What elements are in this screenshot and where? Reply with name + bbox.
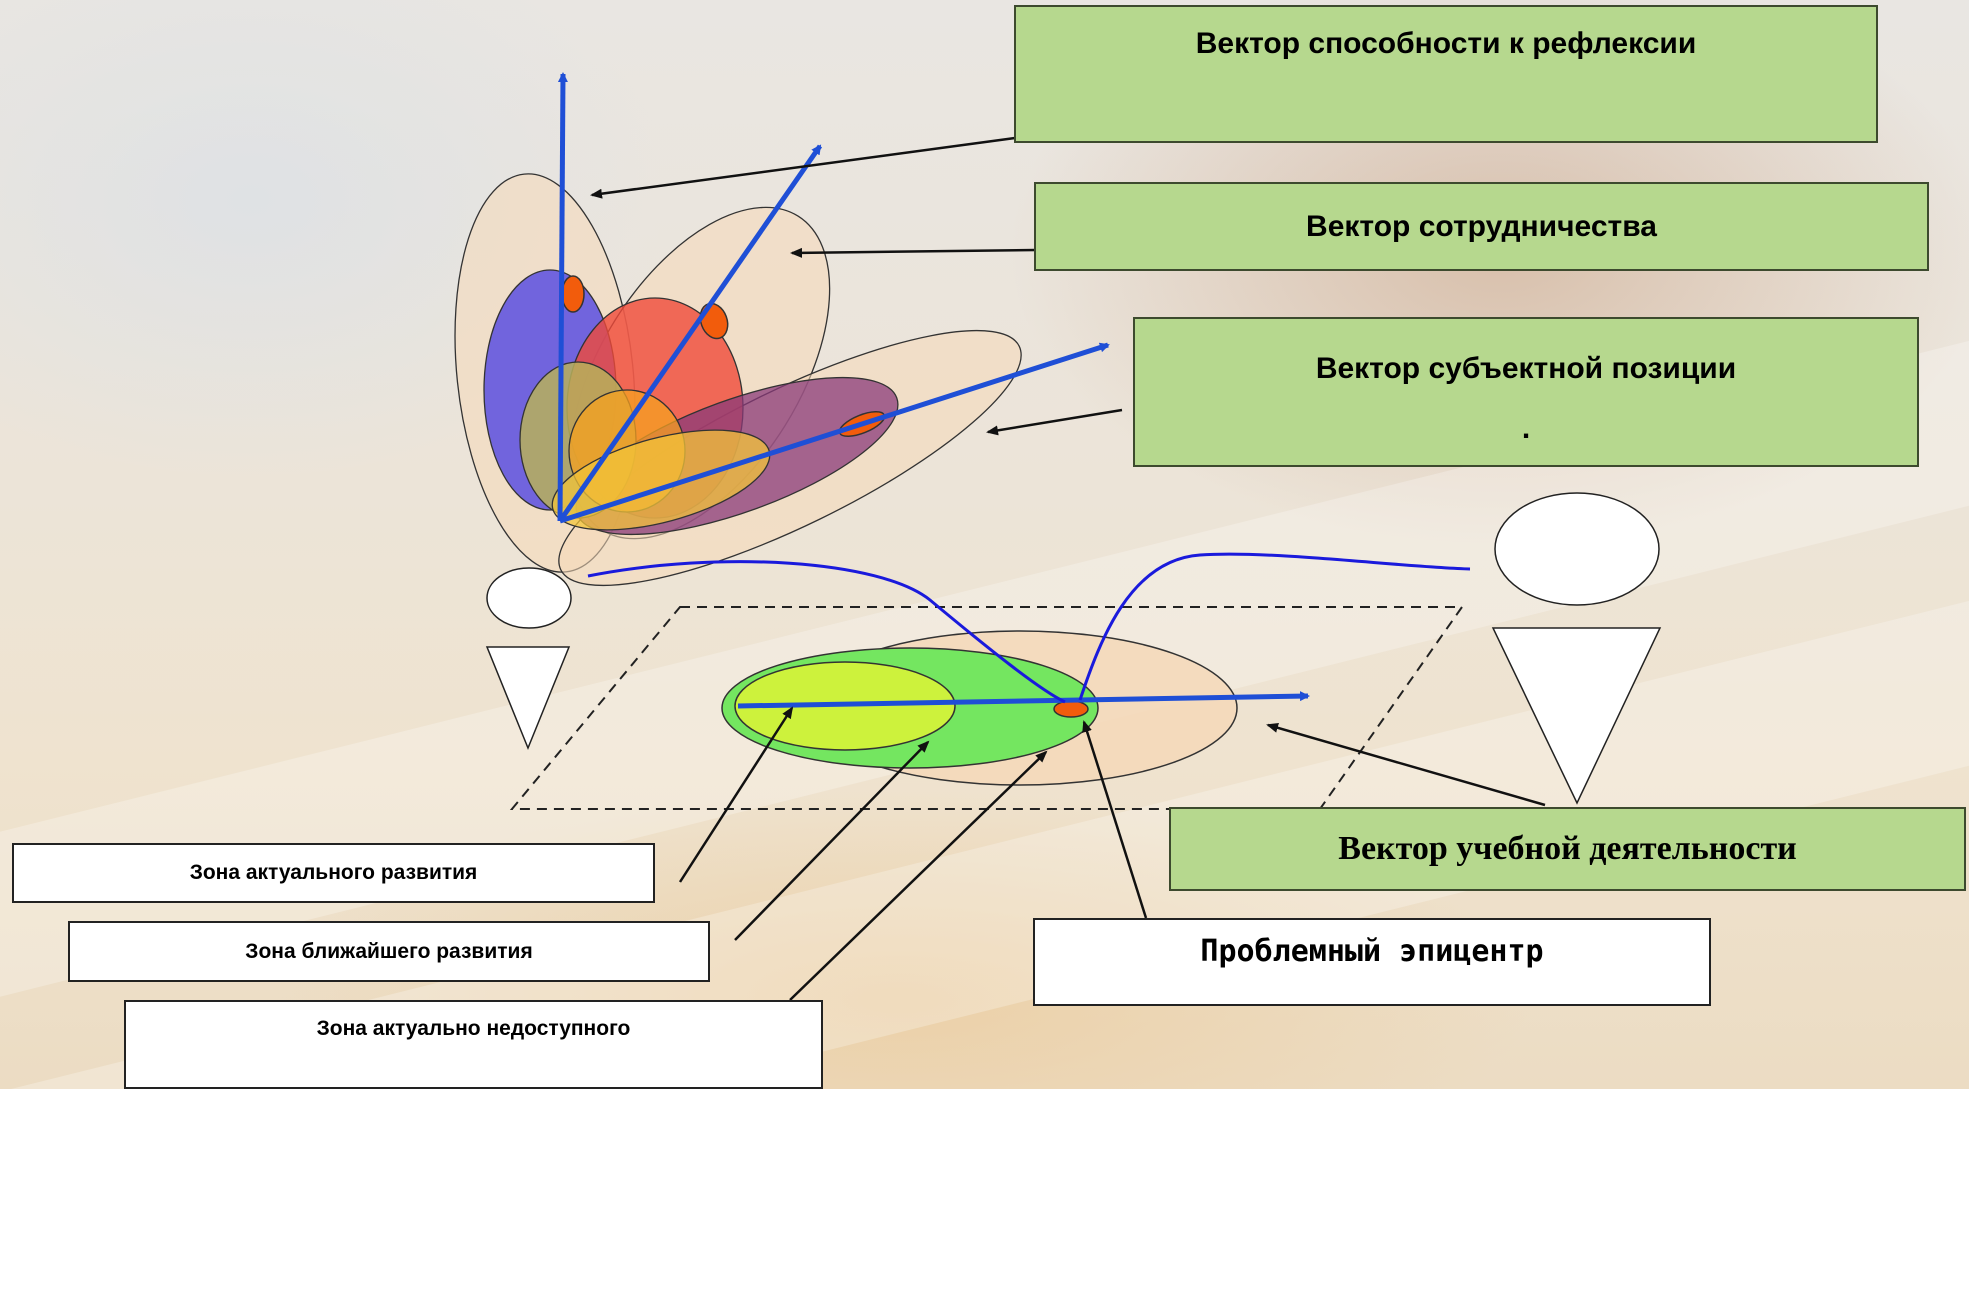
left-figure-head bbox=[487, 568, 571, 628]
pointer-reflexion bbox=[592, 138, 1015, 195]
label-box-epicenter: Проблемный эпицентр bbox=[1033, 918, 1711, 1006]
label-reflexion: Вектор способности к рефлексии bbox=[1196, 27, 1697, 141]
pointer-subject bbox=[988, 410, 1122, 432]
epicenter-dot bbox=[1054, 701, 1088, 717]
label-learning: Вектор учебной деятельности bbox=[1338, 830, 1796, 868]
label-epicenter: Проблемный эпицентр bbox=[1200, 934, 1543, 1004]
left-figure-body bbox=[487, 647, 569, 748]
pointer-zone-unavailable bbox=[790, 752, 1046, 1000]
label-box-learning: Вектор учебной деятельности bbox=[1169, 807, 1966, 891]
label-zone-actual: Зона актуального развития bbox=[190, 861, 478, 885]
label-subject-dot: . bbox=[1522, 412, 1530, 446]
label-zone-unavailable: Зона актуально недоступного bbox=[317, 1017, 631, 1087]
dot-reflexion bbox=[562, 276, 584, 312]
vector-arrow-reflexion bbox=[560, 74, 563, 521]
label-box-reflexion: Вектор способности к рефлексии bbox=[1014, 5, 1878, 143]
right-figure-body bbox=[1493, 628, 1660, 803]
label-box-cooperation: Вектор сотрудничества bbox=[1034, 182, 1929, 271]
right-figure-head bbox=[1495, 493, 1659, 605]
pointer-learning bbox=[1268, 725, 1545, 805]
label-zone-proximal: Зона ближайшего развития bbox=[245, 940, 532, 964]
label-box-zone-actual: Зона актуального развития bbox=[12, 843, 655, 903]
pointer-zone-proximal bbox=[735, 742, 928, 940]
label-cooperation: Вектор сотрудничества bbox=[1306, 210, 1657, 244]
label-box-zone-unavailable: Зона актуально недоступного bbox=[124, 1000, 823, 1089]
pointer-zone-actual bbox=[680, 708, 792, 882]
label-box-zone-proximal: Зона ближайшего развития bbox=[68, 921, 710, 982]
label-subject: Вектор субъектной позиции bbox=[1316, 352, 1736, 386]
label-box-subject: Вектор субъектной позиции . bbox=[1133, 317, 1919, 467]
pointer-cooperation bbox=[792, 250, 1036, 253]
